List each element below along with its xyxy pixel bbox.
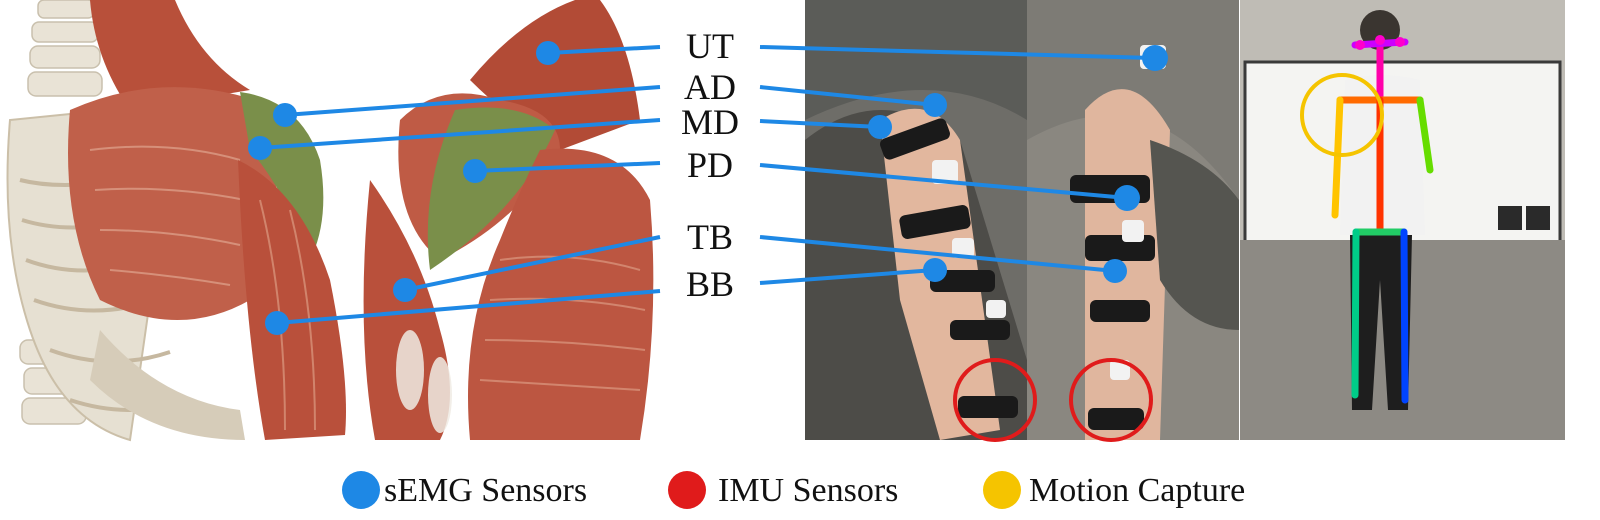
muscle-label-pd: PD [687, 145, 733, 185]
motion-capture-photo [1240, 0, 1565, 440]
muscle-label-md: MD [681, 102, 739, 142]
imu-marker-circles [953, 358, 1153, 442]
back-arm [363, 180, 450, 440]
mocap-marker-circle [1300, 73, 1384, 157]
trapezius-muscle [90, 0, 250, 110]
semg-dot-md-anatomy [248, 136, 272, 160]
sensor-leader-lines [259, 45, 1156, 325]
latissimus-muscle [468, 148, 654, 441]
deltoid-highlight [240, 92, 324, 260]
semg-dot-ad-photo [923, 93, 947, 117]
semg-dot-ad-anatomy [273, 103, 297, 127]
semg-dot-tb-anatomy [393, 278, 417, 302]
arm-sensor-photo-2 [1027, 0, 1239, 440]
semg-dot-bb-anatomy [265, 311, 289, 335]
imu-circle-arm2 [1069, 358, 1153, 442]
muscle-label-tb: TB [687, 217, 733, 257]
semg-sensor-dots [248, 41, 1168, 335]
semg-dot-md-photo [868, 115, 892, 139]
muscle-label-ad: AD [684, 67, 736, 107]
mocap-circle-icon [983, 471, 1021, 509]
muscle-label-group: UT AD MD PD TB BB [681, 26, 739, 304]
legend-label-semg: sEMG Sensors [384, 472, 587, 509]
semg-dot-ut-anatomy [536, 41, 560, 65]
arm-sensor-photo-1 [805, 0, 1027, 440]
muscle-label-bb: BB [686, 264, 734, 304]
posterior-deltoid-highlight [427, 107, 555, 270]
semg-dot-ut-photo [1142, 45, 1168, 71]
legend: sEMG Sensors IMU Sensors Motion Capture [342, 471, 1245, 509]
biceps-muscle [238, 160, 346, 440]
muscle-label-ut: UT [686, 26, 734, 66]
legend-label-imu: IMU Sensors [718, 472, 898, 509]
shoulder-anatomy-illustration [6, 0, 654, 442]
semg-dot-icon [342, 471, 380, 509]
imu-circle-icon [668, 471, 706, 509]
legend-label-mocap: Motion Capture [1029, 472, 1245, 509]
semg-dot-bb-photo [923, 258, 947, 282]
semg-dot-tb-photo [1103, 259, 1127, 283]
semg-dot-pd-photo [1114, 185, 1140, 211]
imu-circle-arm1 [953, 358, 1037, 442]
semg-dot-pd-anatomy [463, 159, 487, 183]
pectoral-muscle [68, 87, 277, 320]
